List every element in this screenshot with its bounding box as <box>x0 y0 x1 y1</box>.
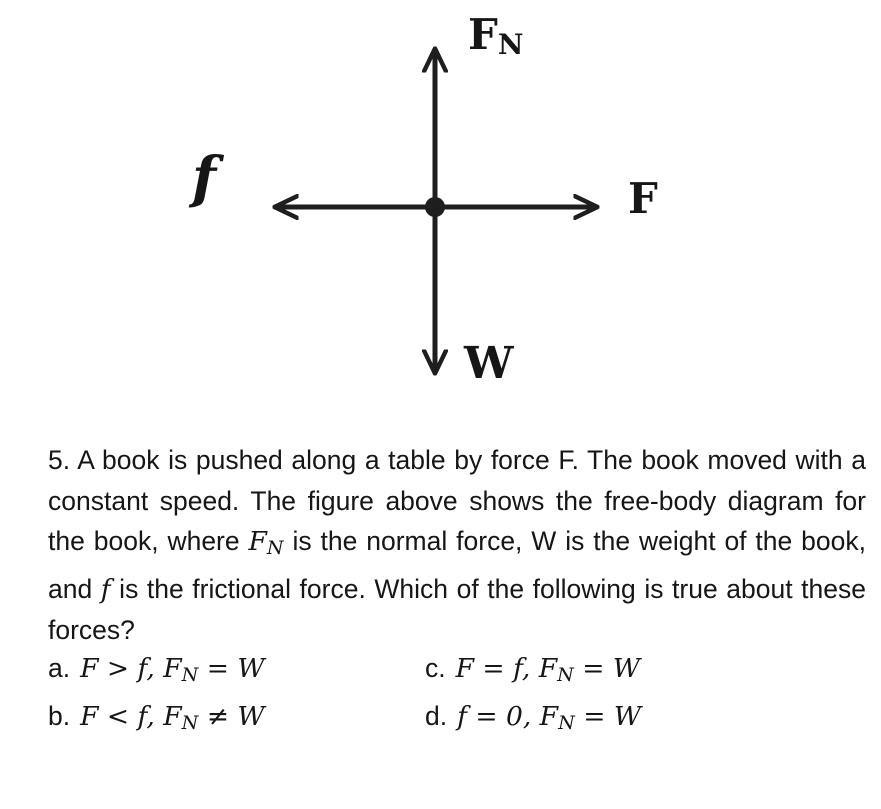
normal-force-label-sub: N <box>497 28 524 62</box>
option-d-formula-pre: f = 0, F <box>457 701 559 733</box>
option-a: a. F > f, FN = W <box>48 648 425 696</box>
question-math-fn: FN <box>248 526 284 560</box>
option-c-formula-pre: F = f, F <box>455 653 558 684</box>
option-b-formula: F < f, FN ≠ W <box>80 701 265 735</box>
friction-force-label: f <box>192 145 217 211</box>
option-c-formula-post: = W <box>573 653 641 684</box>
question-math-f: f <box>100 573 111 605</box>
particle-dot <box>425 197 445 217</box>
option-d-letter: d. <box>425 701 448 732</box>
question-math-fn-sub: N <box>266 537 284 560</box>
option-b-letter: b. <box>48 701 71 732</box>
option-b-formula-post: ≠ W <box>198 701 265 733</box>
option-d-formula-sub: N <box>558 712 575 735</box>
option-b-formula-pre: F < f, F <box>80 701 182 733</box>
free-body-diagram: FN F f W <box>0 0 881 432</box>
option-d-formula-post: = W <box>574 701 642 733</box>
option-d-formula: f = 0, FN = W <box>457 701 642 735</box>
normal-force-label-main: F <box>468 10 498 59</box>
answer-options: a.F > f, FN = W c.F = f, FN = W b.F < f,… <box>48 648 866 744</box>
option-c: c. F = f, FN = W <box>425 648 866 696</box>
option-a-formula-post: = W <box>198 653 265 684</box>
option-a-formula-sub: N <box>181 664 199 687</box>
option-c-formula-sub: N <box>557 664 574 687</box>
option-b-formula-sub: N <box>181 712 199 735</box>
question-seg1: 5. A book is pushed along a table by for… <box>48 445 866 556</box>
option-d: d. f = 0, FN = W <box>425 696 866 744</box>
applied-force-label: F <box>628 174 658 223</box>
force-arrows <box>0 0 881 432</box>
normal-force-label: FN <box>468 14 523 59</box>
option-b: b. F < f, FN ≠ W <box>48 696 425 744</box>
question-text: 5. A book is pushed along a table by for… <box>48 440 866 651</box>
question-seg3: is the frictional force. Which of the fo… <box>48 573 867 646</box>
option-a-letter: a. <box>48 653 71 683</box>
question-math-fn-main: F <box>248 526 267 557</box>
weight-label: W <box>464 338 514 389</box>
option-a-formula-pre: F > f, F <box>80 653 182 684</box>
option-a-formula: F > f, FN = W <box>80 653 265 687</box>
question-seg2: is the normal force, W is the weight of … <box>48 526 866 604</box>
option-c-formula: F = f, FN = W <box>455 653 641 687</box>
option-c-letter: c. <box>425 653 446 683</box>
